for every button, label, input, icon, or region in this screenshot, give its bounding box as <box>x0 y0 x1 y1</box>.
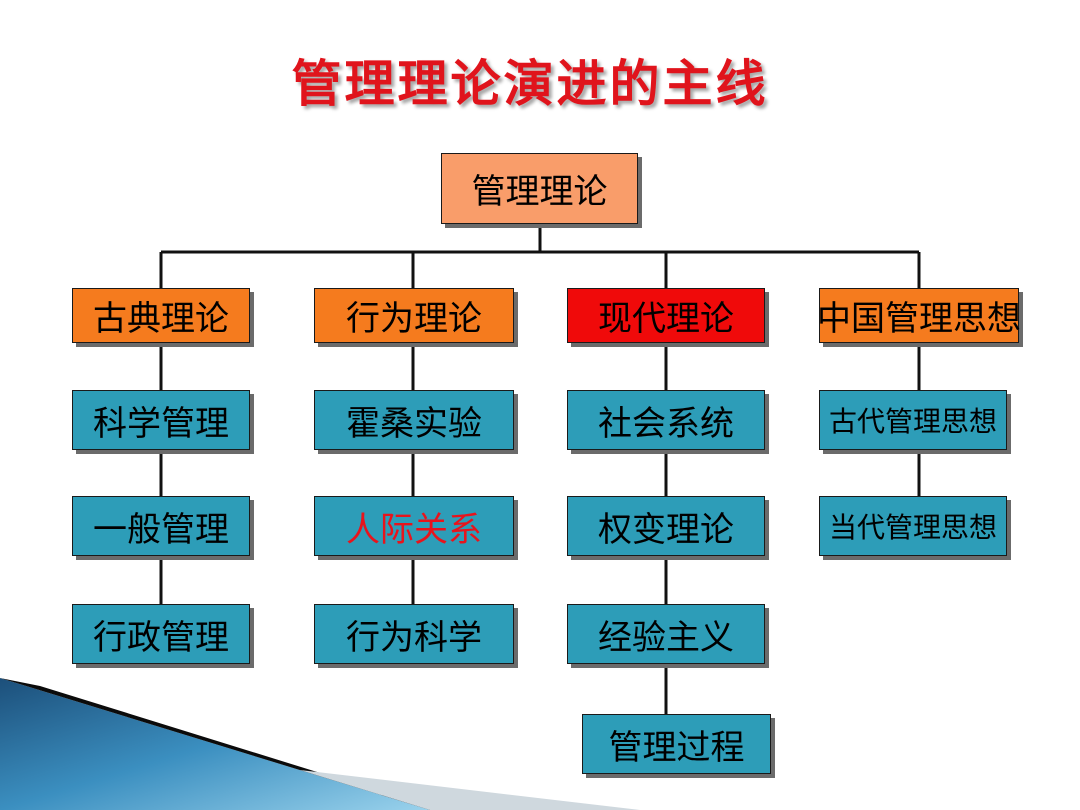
node-behavioral-theory: 行为理论 <box>314 288 514 343</box>
node-scientific-management: 科学管理 <box>72 390 250 450</box>
node-label: 经验主义 <box>598 617 734 658</box>
node-human-relations: 人际关系 <box>314 496 514 556</box>
node-label: 人际关系 <box>346 509 482 550</box>
node-chinese-management-thought: 中国管理思想 <box>817 288 1021 343</box>
node-label: 现代理论 <box>598 299 734 339</box>
node-administrative-management: 行政管理 <box>72 604 250 664</box>
node-label: 行政管理 <box>93 617 229 658</box>
node-ancient-management-thought: 古代管理思想 <box>819 390 1007 450</box>
node-label: 当代管理思想 <box>828 511 997 544</box>
node-contingency-theory: 权变理论 <box>567 496 765 556</box>
node-general-management: 一般管理 <box>72 496 250 556</box>
node-label: 社会系统 <box>598 403 734 444</box>
node-root-label: 管理理论 <box>471 172 608 212</box>
node-management-process: 管理过程 <box>582 714 771 774</box>
node-modern-theory: 现代理论 <box>567 288 765 343</box>
node-behavioral-science: 行为科学 <box>314 604 514 664</box>
node-root: 管理理论 <box>441 153 638 224</box>
node-label: 古代管理思想 <box>828 405 997 438</box>
node-label: 一般管理 <box>93 509 229 550</box>
node-contemporary-management-thought: 当代管理思想 <box>819 496 1007 556</box>
node-hawthorne-experiment: 霍桑实验 <box>314 390 514 450</box>
node-label: 古典理论 <box>93 299 229 339</box>
node-label: 管理过程 <box>608 727 745 768</box>
node-label: 科学管理 <box>93 403 229 444</box>
node-label: 中国管理思想 <box>817 299 1021 339</box>
node-label: 权变理论 <box>598 509 734 550</box>
node-label: 行为科学 <box>346 617 482 658</box>
node-label: 霍桑实验 <box>346 403 482 444</box>
node-empiricism: 经验主义 <box>567 604 765 664</box>
slide-title: 管理理论演进的主线 <box>291 55 769 113</box>
node-social-system: 社会系统 <box>567 390 765 450</box>
node-label: 行为理论 <box>346 299 482 339</box>
node-classical-theory: 古典理论 <box>72 288 250 343</box>
